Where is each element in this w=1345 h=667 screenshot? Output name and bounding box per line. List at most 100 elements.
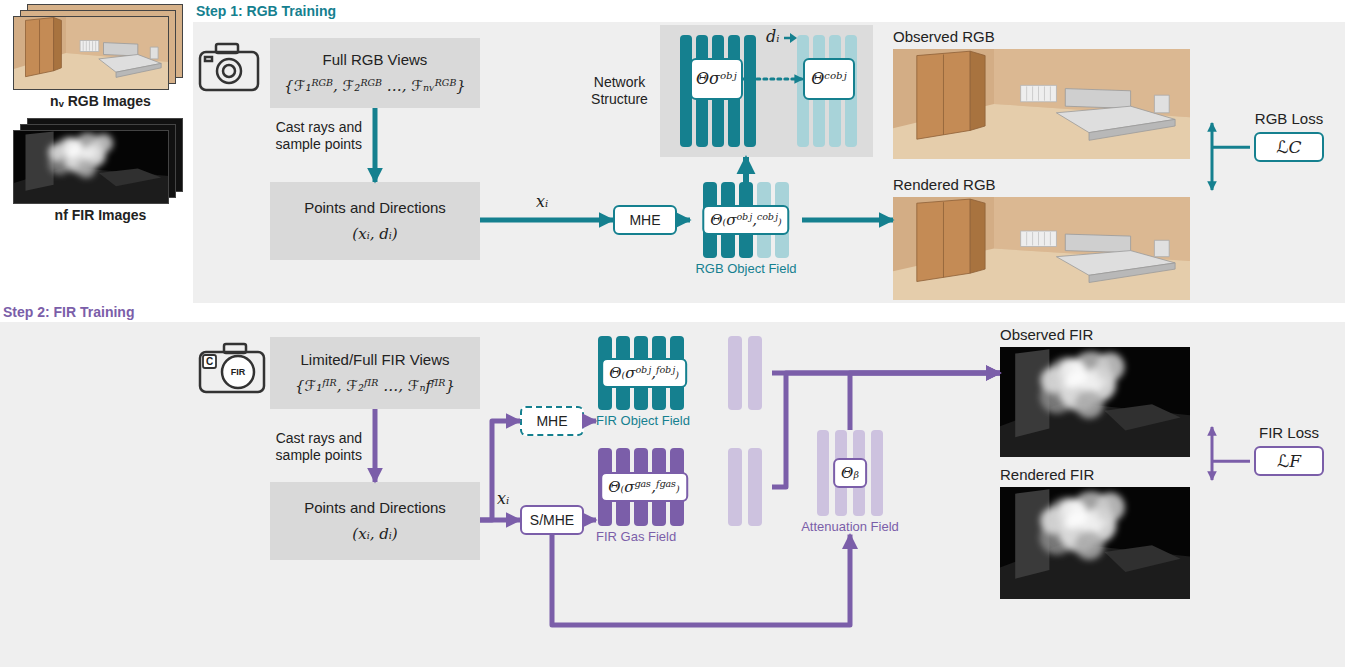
loss-heading: RGB Loss [1255, 110, 1323, 128]
scene-picture [1000, 487, 1190, 599]
edge-label: xᵢ [536, 192, 548, 211]
box-title: Points and Directions [304, 499, 446, 517]
field-caption: FIR Gas Field [596, 529, 676, 545]
drawing-line [784, 37, 791, 40]
symbol-holder: Θ₍σᵍᵃˢ,ᶠᵍᵃˢ₎ [600, 472, 688, 502]
connector-arrow [480, 421, 520, 520]
drawing-polygon [970, 199, 985, 273]
edge-label: xᵢ [497, 489, 509, 508]
drawing-line [95, 41, 96, 51]
field-caption: RGB Object Field [695, 261, 796, 277]
image-panel: Observed RGB [893, 28, 1190, 159]
drawing-rect [1021, 231, 1057, 246]
field-symbol: Θᵦ [833, 458, 867, 488]
box-formula: {ℱ₁ᶠᴵᴿ, ℱ₂ᶠᴵᴿ …, ℱₙfᶠᴵᴿ} [295, 377, 455, 395]
field-caption: FIR Object Field [596, 413, 690, 429]
drawing-line [1038, 232, 1039, 245]
drawing-polygon [116, 63, 161, 77]
drawing-rect [13, 130, 169, 204]
drawing-circle [223, 65, 235, 77]
panel-heading: Network Structure [583, 74, 656, 109]
encoding-box: MHE [520, 406, 584, 436]
image-heading: Rendered RGB [893, 176, 1190, 194]
drawing-rect [893, 49, 1190, 159]
image-panel: Rendered RGB [893, 176, 1190, 300]
drawing-rect [1000, 487, 1190, 599]
drawing-rect [871, 430, 883, 516]
drawing-rect [728, 448, 742, 526]
label-holder: C [206, 357, 213, 367]
drawing-polygon [1089, 263, 1175, 283]
encoding-box: S/MHE [520, 505, 584, 535]
drawing-circle [1040, 507, 1066, 533]
label-holder: Cast rays and sample points [262, 430, 362, 464]
drawing-line [86, 41, 87, 51]
stage-panel: Step 1: RGB TrainingFull RGB Views{ℱ₁ᴿᴳᴮ… [193, 2, 1345, 303]
drawing-polygon [150, 47, 158, 59]
stack-caption: nf FIR Images [55, 207, 147, 224]
drawing-line [1026, 232, 1027, 245]
drawing-rect [200, 52, 258, 90]
edge-label: Cast rays and sample points [262, 430, 362, 464]
drawing-polygon [54, 18, 62, 71]
drawing-rect [728, 336, 742, 410]
sample-box: Points and Directions(xᵢ, dᵢ) [270, 182, 480, 260]
layer-symbol: Θσᵒᵇʲ [696, 69, 737, 88]
drawing-circle [94, 134, 113, 153]
scene-picture [1000, 347, 1190, 457]
drawing-rect [1021, 85, 1057, 102]
drawing-circle [63, 138, 82, 157]
connector-arrow [373, 108, 378, 182]
drawing-g [48, 133, 113, 178]
field-bars: Θ₍σᵒᵇʲ,ᶜᵒᵇʲ₎ [701, 182, 791, 258]
drawing-polygon [1065, 234, 1130, 253]
drawing-rect [203, 355, 216, 368]
drawing-circle [1075, 531, 1104, 560]
field-bars: Θ₍σᵒᵇʲ,ᶠᵒᵇʲ₎ [596, 336, 772, 410]
symbol-holder: Θ₍σᵒᵇʲ,ᶜᵒᵇʲ₎ [702, 205, 789, 235]
layer-symbol: Θᶜᵒᵇʲ [811, 69, 847, 88]
field-block: Θ₍σᵍᵃˢ,ᶠᵍᵃˢ₎ FIR Gas Field [596, 448, 772, 545]
box-title: MHE [536, 413, 567, 430]
scene-picture [893, 197, 1190, 300]
drawing-polygon [1089, 119, 1175, 140]
input-views-box: Full RGB Views{ℱ₁ᴿᴳᴮ, ℱ₂ᴿᴳᴮ …, ℱₙᵥᴿᴳᴮ} [270, 38, 480, 108]
drawing-circle [217, 59, 241, 83]
drawing-rect [744, 35, 756, 147]
camera-icon [200, 44, 258, 90]
connector-arrow [373, 409, 378, 482]
drawing-svg [13, 130, 169, 204]
input-views-box: Limited/Full FIR Views{ℱ₁ᶠᴵᴿ, ℱ₂ᶠᴵᴿ …, ℱ… [270, 337, 480, 409]
drawing-rect [224, 344, 246, 353]
symbol-holder: Θ₍σᵒᵇʲ,ᶠᵒᵇʲ₎ [601, 358, 687, 388]
connector-arrow [743, 78, 803, 81]
field-bars: Θ₍σᵍᵃˢ,ᶠᵍᵃˢ₎ [596, 448, 772, 526]
drawing-circle [1096, 353, 1125, 382]
drawing-line [943, 55, 944, 135]
drawing-rect [748, 336, 762, 410]
image-panel: Rendered FIR [1000, 466, 1190, 599]
connector-arrow [850, 373, 1000, 430]
image-heading: Observed RGB [893, 28, 1190, 46]
drawing-line [1050, 232, 1051, 245]
drawing-line [83, 41, 84, 51]
drawing-line [943, 202, 944, 277]
loss-frame: ℒC [1254, 132, 1324, 162]
image-stack: nf FIR Images [8, 118, 193, 224]
connector-arrow [1211, 427, 1214, 480]
image-heading: Rendered FIR [1000, 466, 1190, 484]
drawing-rect [1000, 347, 1190, 457]
drawing-polygon [790, 33, 797, 43]
stage-panel: Step 2: FIR TrainingLimited/Full FIR Vie… [0, 303, 1345, 667]
field-bars: Θᵦ [815, 430, 885, 516]
connector-arrow [772, 373, 1000, 487]
connector-arrow [480, 218, 613, 223]
field-block: Θ₍σᵒᵇʲ,ᶜᵒᵇʲ₎ RGB Object Field [690, 182, 802, 277]
drawing-circle [1075, 390, 1104, 419]
drawing-rect [14, 17, 169, 90]
label-holder: FIR [231, 368, 246, 377]
drawing-rect [817, 430, 829, 516]
layer-box: Θσᵒᵇʲ [690, 58, 743, 100]
label-holder: xᵢ [497, 489, 509, 508]
drawing-circle [77, 159, 96, 178]
